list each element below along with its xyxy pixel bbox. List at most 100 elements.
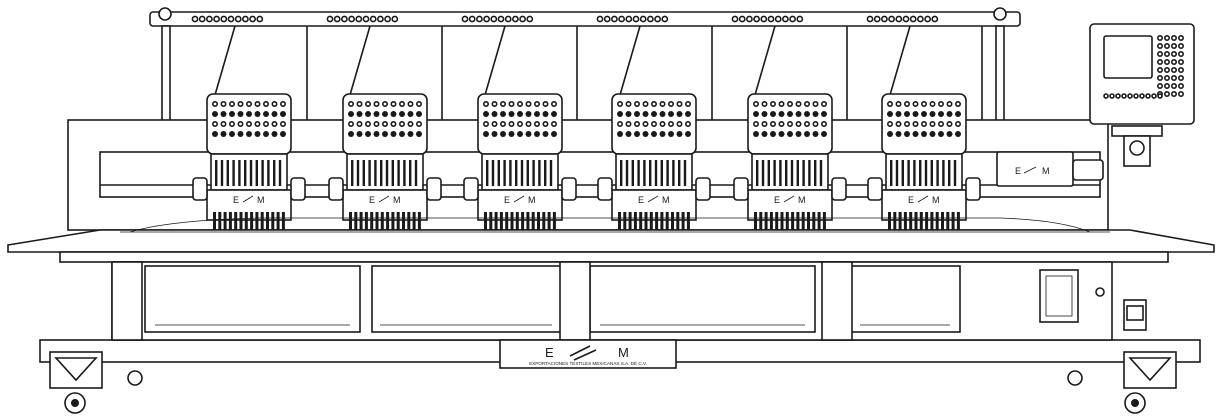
keypad-button[interactable] bbox=[1178, 42, 1185, 49]
function-key[interactable] bbox=[1151, 93, 1157, 99]
needle bbox=[531, 212, 535, 230]
needle-bar bbox=[637, 160, 640, 186]
tension-knob bbox=[262, 101, 269, 108]
tension-knob bbox=[525, 121, 532, 128]
tension-knob bbox=[650, 101, 657, 108]
thread-guide-hole bbox=[256, 15, 264, 23]
needle-bar bbox=[654, 160, 658, 186]
keypad-button[interactable] bbox=[1171, 67, 1178, 74]
keypad-button[interactable] bbox=[1164, 34, 1171, 41]
tension-knob bbox=[237, 101, 244, 108]
function-key[interactable] bbox=[1139, 93, 1145, 99]
thread-guide-hole bbox=[355, 15, 363, 23]
keypad-button[interactable] bbox=[1164, 67, 1171, 74]
thread-guide-hole bbox=[497, 15, 505, 23]
keypad-button[interactable] bbox=[1178, 67, 1185, 74]
keypad-button[interactable] bbox=[1171, 75, 1178, 82]
tension-knob bbox=[954, 101, 961, 108]
needle-bar bbox=[761, 160, 765, 186]
tension-knob bbox=[761, 101, 768, 108]
tension-knob bbox=[921, 131, 927, 137]
needle bbox=[801, 212, 805, 230]
keypad-button[interactable] bbox=[1171, 34, 1178, 41]
keypad-button[interactable] bbox=[1178, 91, 1185, 98]
tension-knob bbox=[398, 121, 405, 128]
needle bbox=[909, 212, 913, 230]
keypad-button[interactable] bbox=[1157, 34, 1164, 41]
keypad-button[interactable] bbox=[1157, 75, 1164, 82]
keypad-button[interactable] bbox=[1157, 67, 1164, 74]
needle-bar bbox=[678, 160, 681, 186]
keypad-button[interactable] bbox=[1178, 50, 1185, 57]
tension-knob bbox=[348, 131, 354, 137]
tension-knob bbox=[787, 131, 793, 137]
needle bbox=[759, 212, 763, 230]
function-key[interactable] bbox=[1127, 93, 1133, 99]
function-key[interactable] bbox=[1145, 93, 1151, 99]
tension-knob bbox=[365, 131, 371, 137]
function-key[interactable] bbox=[1133, 93, 1139, 99]
tension-knob bbox=[617, 131, 623, 137]
tension-knob bbox=[499, 121, 506, 128]
needle bbox=[660, 212, 664, 230]
tension-knob bbox=[271, 101, 278, 108]
function-key[interactable] bbox=[1115, 93, 1121, 99]
needle bbox=[489, 212, 493, 230]
needle-bar bbox=[683, 160, 687, 186]
keypad-button[interactable] bbox=[1164, 50, 1171, 57]
function-key[interactable] bbox=[1121, 93, 1127, 99]
keypad-button[interactable] bbox=[1157, 50, 1164, 57]
keypad-button[interactable] bbox=[1164, 58, 1171, 65]
needle-bar bbox=[497, 160, 500, 186]
keypad-button[interactable] bbox=[1164, 42, 1171, 49]
thread-guide-hole bbox=[625, 15, 633, 23]
needle-bar bbox=[544, 160, 547, 186]
needle-bar bbox=[273, 160, 276, 186]
function-key[interactable] bbox=[1103, 93, 1109, 99]
needle-bar bbox=[278, 160, 282, 186]
needle bbox=[941, 212, 944, 230]
tension-knob bbox=[920, 121, 927, 128]
keypad-button[interactable] bbox=[1171, 50, 1178, 57]
tension-knob bbox=[955, 131, 961, 137]
tension-knob bbox=[634, 111, 640, 117]
control-panel-screen[interactable] bbox=[1103, 35, 1153, 79]
needle bbox=[644, 212, 648, 230]
tension-knob bbox=[946, 101, 953, 108]
tension-knob bbox=[229, 131, 235, 137]
tension-knob bbox=[659, 101, 666, 108]
keypad-button[interactable] bbox=[1178, 83, 1185, 90]
tension-knob bbox=[886, 121, 893, 128]
needle bbox=[665, 212, 669, 230]
keypad-button[interactable] bbox=[1164, 91, 1171, 98]
keypad-button[interactable] bbox=[1157, 58, 1164, 65]
keypad-button[interactable] bbox=[1171, 91, 1178, 98]
tension-knob bbox=[821, 131, 827, 137]
needle-bar bbox=[403, 160, 406, 186]
keypad-button[interactable] bbox=[1171, 58, 1178, 65]
tension-knob bbox=[220, 111, 227, 117]
power-switch[interactable] bbox=[1126, 305, 1144, 321]
tension-knob bbox=[912, 131, 919, 137]
keypad-button[interactable] bbox=[1171, 42, 1178, 49]
keypad-button[interactable] bbox=[1171, 83, 1178, 90]
tension-knob bbox=[904, 111, 910, 117]
tension-knob bbox=[887, 111, 893, 117]
thread-guide-hole bbox=[483, 15, 490, 23]
thread-guide-hole bbox=[731, 15, 739, 23]
needle bbox=[925, 212, 929, 230]
keypad-button[interactable] bbox=[1178, 75, 1185, 82]
keypad-button[interactable] bbox=[1178, 58, 1185, 65]
control-panel-keypad[interactable] bbox=[1103, 34, 1185, 99]
keypad-button[interactable] bbox=[1164, 83, 1171, 90]
tension-knob bbox=[921, 111, 927, 117]
keypad-button[interactable] bbox=[1164, 75, 1171, 82]
needle bbox=[223, 212, 227, 230]
function-key[interactable] bbox=[1157, 93, 1163, 99]
keypad-button[interactable] bbox=[1157, 83, 1164, 90]
keypad-button[interactable] bbox=[1178, 34, 1185, 41]
tension-knob bbox=[920, 101, 927, 108]
function-key[interactable] bbox=[1109, 93, 1115, 99]
keypad-button[interactable] bbox=[1157, 42, 1164, 49]
